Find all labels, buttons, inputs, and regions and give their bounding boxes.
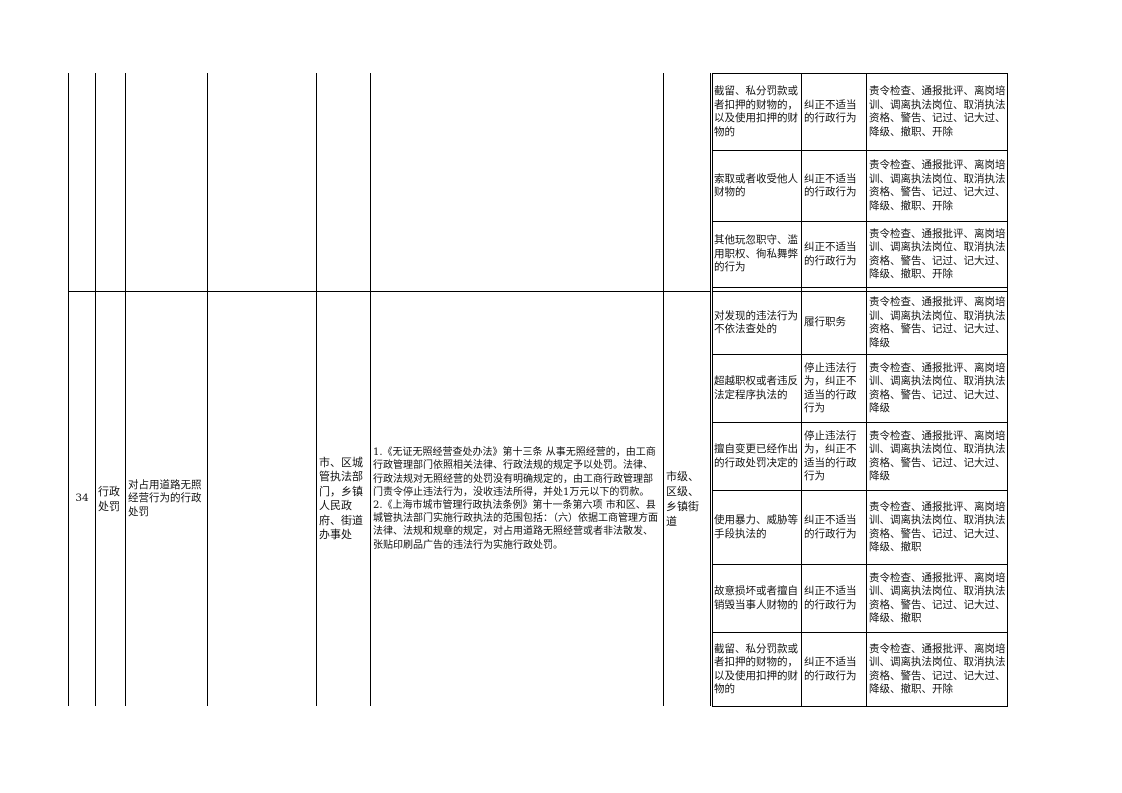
table-border xyxy=(710,73,711,706)
disposal-text: 责令检查、通报批评、离岗培训、调离执法岗位、取消执法资格、警告、记过、记大过、降… xyxy=(869,361,1006,415)
department-cell: 市、区城管执法部门，乡镇人民政府、街道办事处 xyxy=(319,292,369,706)
issue-cell: 使用暴力、威胁等手段执法的 xyxy=(714,491,800,564)
level-text: 市级、区级、乡镇街道 xyxy=(666,470,699,528)
table-border xyxy=(95,73,96,706)
type-text: 纠正不适当的行政行为 xyxy=(804,241,857,267)
disposal-text: 责令检查、通报批评、离岗培训、调离执法岗位、取消执法资格、警告、记过、记大过、降… xyxy=(869,500,1006,554)
row-index: 34 xyxy=(69,292,95,706)
row-separator xyxy=(712,706,1008,707)
type-cell: 纠正不适当的行政行为 xyxy=(804,491,864,564)
issue-text: 截留、私分罚款或者扣押的财物的，以及使用扣押的财物的 xyxy=(714,642,798,696)
issue-text: 故意损坏或者擅自销毁当事人财物的 xyxy=(714,585,798,611)
table-border xyxy=(1007,73,1008,706)
type-text: 纠正不适当的行政行为 xyxy=(804,656,857,682)
type-cell: 纠正不适当的行政行为 xyxy=(804,74,864,150)
issue-cell: 超越职权或者违反法定程序执法的 xyxy=(714,355,800,422)
row-separator xyxy=(712,354,1008,355)
row-separator xyxy=(712,221,1008,222)
disposal-cell: 责令检查、通报批评、离岗培训、调离执法岗位、取消执法资格、警告、记过、记大过、降… xyxy=(869,423,1007,490)
table-border xyxy=(712,73,713,706)
disposal-text: 责令检查、通报批评、离岗培训、调离执法岗位、取消执法资格、警告、记过、记大过、降… xyxy=(869,571,1006,625)
disposal-cell: 责令检查、通报批评、离岗培训、调离执法岗位、取消执法资格、警告、记过、记大过、降… xyxy=(869,565,1007,632)
row-separator xyxy=(712,291,1008,292)
type-text: 纠正不适当的行政行为 xyxy=(804,514,857,540)
disposal-cell: 责令检查、通报批评、离岗培训、调离执法岗位、取消执法资格、警告、记过、记大过、降… xyxy=(869,633,1007,706)
row-separator xyxy=(712,150,1008,151)
type-cell: 停止违法行为，纠正不适当的行政行为 xyxy=(804,423,864,490)
issue-text: 对发现的违法行为不依法查处的 xyxy=(714,309,798,336)
disposal-text: 责令检查、通报批评、离岗培训、调离执法岗位、取消执法资格、警告、记过、记大过、降… xyxy=(869,296,1006,349)
type-cell: 纠正不适当的行政行为 xyxy=(804,565,864,632)
table-border xyxy=(866,73,867,706)
item-name-text: 对占用道路无照经营行为的行政处罚 xyxy=(128,478,202,518)
type-cell: 纠正不适当的行政行为 xyxy=(804,633,864,706)
row-separator xyxy=(712,490,1008,491)
issue-cell: 故意损坏或者擅自销毁当事人财物的 xyxy=(714,565,800,632)
type-text: 停止违法行为，纠正不适当的行政行为 xyxy=(804,361,857,415)
row-separator xyxy=(68,291,711,292)
row-separator xyxy=(712,287,1008,288)
disposal-text: 责令检查、通报批评、离岗培训、调离执法岗位、取消执法资格、警告、记过、记大过、降… xyxy=(869,159,1006,212)
disposal-cell: 责令检查、通报批评、离岗培训、调离执法岗位、取消执法资格、警告、记过、记大过、降… xyxy=(869,355,1007,422)
type-text: 纠正不适当的行政行为 xyxy=(804,585,857,611)
issue-cell: 截留、私分罚款或者扣押的财物的，以及使用扣押的财物的 xyxy=(714,74,800,150)
row-separator xyxy=(712,632,1008,633)
row-separator xyxy=(712,564,1008,565)
type-cell: 纠正不适当的行政行为 xyxy=(804,151,864,221)
department-text: 市、区城管执法部门，乡镇人民政府、街道办事处 xyxy=(319,455,363,542)
disposal-cell: 责令检查、通报批评、离岗培训、调离执法岗位、取消执法资格、警告、记过、记大过、降… xyxy=(869,74,1007,150)
legal-basis-text: 1.《无证无照经营查处办法》第十三条 从事无照经营的，由工商行政管理部门依照相关… xyxy=(373,447,658,551)
disposal-text: 责令检查、通报批评、离岗培训、调离执法岗位、取消执法资格、警告、记过、记大过、降… xyxy=(869,85,1006,138)
disposal-cell: 责令检查、通报批评、离岗培训、调离执法岗位、取消执法资格、警告、记过、记大过、降… xyxy=(869,491,1007,564)
table-border xyxy=(801,73,802,706)
row-index-text: 34 xyxy=(75,492,89,505)
disposal-cell: 责令检查、通报批评、离岗培训、调离执法岗位、取消执法资格、警告、记过、记大过、降… xyxy=(869,292,1007,354)
item-name-cell: 对占用道路无照经营行为的行政处罚 xyxy=(128,292,205,706)
row-separator xyxy=(712,422,1008,423)
type-text: 纠正不适当的行政行为 xyxy=(804,98,857,125)
category-text: 行政处罚 xyxy=(98,485,120,513)
issue-cell: 其他玩忽职守、滥用职权、徇私舞弊的行为 xyxy=(714,222,800,287)
issue-text: 擅自变更已经作出的行政处罚决定的 xyxy=(714,443,798,469)
issue-cell: 擅自变更已经作出的行政处罚决定的 xyxy=(714,423,800,490)
issue-text: 截留、私分罚款或者扣押的财物的，以及使用扣押的财物的 xyxy=(714,85,798,138)
type-text: 履行职务 xyxy=(804,316,846,329)
issue-cell: 索取或者收受他人财物的 xyxy=(714,151,800,221)
level-cell: 市级、区级、乡镇街道 xyxy=(666,292,709,706)
type-text: 纠正不适当的行政行为 xyxy=(804,172,857,199)
category-cell: 行政处罚 xyxy=(98,292,123,706)
type-cell: 履行职务 xyxy=(804,292,864,354)
disposal-cell: 责令检查、通报批评、离岗培训、调离执法岗位、取消执法资格、警告、记过、记大过、降… xyxy=(869,151,1007,221)
issue-text: 其他玩忽职守、滥用职权、徇私舞弊的行为 xyxy=(714,234,798,274)
type-text: 停止违法行为，纠正不适当的行政行为 xyxy=(804,429,857,483)
table-border xyxy=(68,73,69,706)
issue-text: 超越职权或者违反法定程序执法的 xyxy=(714,375,798,401)
issue-text: 使用暴力、威胁等手段执法的 xyxy=(714,514,798,540)
type-cell: 纠正不适当的行政行为 xyxy=(804,222,864,287)
legal-basis-cell: 1.《无证无照经营查处办法》第十三条 从事无照经营的，由工商行政管理部门依照相关… xyxy=(373,292,661,706)
disposal-text: 责令检查、通报批评、离岗培训、调离执法岗位、取消执法资格、警告、记过、记大过、降… xyxy=(869,642,1006,696)
issue-cell: 对发现的违法行为不依法查处的 xyxy=(714,292,800,354)
row-separator xyxy=(712,73,1008,74)
table-border xyxy=(370,73,371,706)
issue-text: 索取或者收受他人财物的 xyxy=(714,172,798,199)
disposal-text: 责令检查、通报批评、离岗培训、调离执法岗位、取消执法资格、警告、记过、记大过、降… xyxy=(869,429,1006,483)
type-cell: 停止违法行为，纠正不适当的行政行为 xyxy=(804,355,864,422)
issue-cell: 截留、私分罚款或者扣押的财物的，以及使用扣押的财物的 xyxy=(714,633,800,706)
table-border xyxy=(125,73,126,706)
table-border xyxy=(663,73,664,706)
disposal-cell: 责令检查、通报批评、离岗培训、调离执法岗位、取消执法资格、警告、记过、记大过、降… xyxy=(869,222,1007,287)
disposal-text: 责令检查、通报批评、离岗培训、调离执法岗位、取消执法资格、警告、记过、记大过、降… xyxy=(869,227,1006,281)
table-border xyxy=(316,73,317,706)
table-border xyxy=(207,73,208,706)
